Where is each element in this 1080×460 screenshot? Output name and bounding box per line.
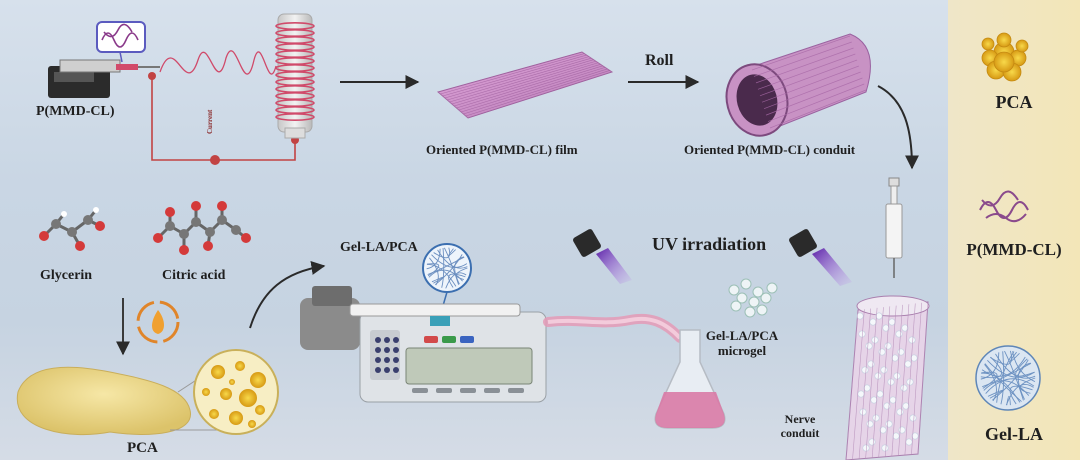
label-citric-acid: Citric acid: [162, 268, 226, 283]
polymer-inset-icon: [96, 21, 146, 63]
label-oriented-conduit: Oriented P(MMD-CL) conduit: [684, 142, 856, 157]
pca-zoom-circle: [193, 349, 279, 435]
nerve-conduit-icon: [845, 295, 930, 460]
microgel-cluster-icon: [728, 278, 778, 318]
label-microgel-line1: Gel-LA/PCA: [705, 328, 779, 343]
syringe-pump-device: [300, 286, 547, 403]
circuit-wire: [151, 74, 296, 161]
rotating-collector-icon: [275, 13, 315, 139]
label-nerve-line1: Nerve: [784, 412, 816, 426]
pca-blob: [16, 366, 191, 435]
label-microgel: Gel-LA/PCA microgel: [692, 328, 792, 358]
label-nerve-line2: conduit: [780, 426, 820, 440]
label-pca-bottom: PCA: [127, 440, 158, 456]
gel-network-icon: [975, 345, 1041, 411]
oriented-film-icon: [436, 51, 614, 119]
label-uv-irradiation: UV irradiation: [652, 234, 767, 254]
label-current: Current: [206, 109, 214, 134]
label-roll: Roll: [645, 52, 674, 69]
arrow-to-syringe: [877, 85, 919, 170]
label-nerve-conduit: Nerve conduit: [772, 412, 828, 440]
label-microgel-line2: microgel: [717, 343, 767, 358]
arrow-to-pump: [249, 261, 326, 329]
glycerin-molecule-icon: [39, 207, 105, 251]
syringe-pump-icon: [48, 59, 160, 98]
heat-icon: [136, 300, 180, 344]
uv-lamp-left-icon: [573, 229, 632, 284]
legend-label-pca: PCA: [995, 92, 1033, 112]
label-oriented-film: Oriented P(MMD-CL) film: [426, 142, 578, 157]
legend-label-pmmd-cl: P(MMD-CL): [966, 240, 1062, 259]
label-glycerin: Glycerin: [40, 268, 93, 283]
oriented-conduit-icon: [725, 33, 871, 137]
legend-label-gel-la: Gel-LA: [985, 424, 1043, 444]
current-meter-icon: [210, 155, 220, 165]
label-pmmd-cl-device: P(MMD-CL): [36, 104, 115, 119]
flask-icon: [654, 329, 726, 429]
fiber-jet: [159, 50, 277, 75]
label-gel-la-pca: Gel-LA/PCA: [340, 240, 418, 255]
syringe-icon: [885, 177, 903, 278]
polymer-coil-icon: [979, 190, 1029, 223]
uv-lamp-right-icon: [789, 229, 852, 286]
pca-particle-icon: [981, 32, 1029, 82]
gel-network-inset: [422, 243, 472, 317]
citric-acid-molecule-icon: [153, 201, 251, 255]
